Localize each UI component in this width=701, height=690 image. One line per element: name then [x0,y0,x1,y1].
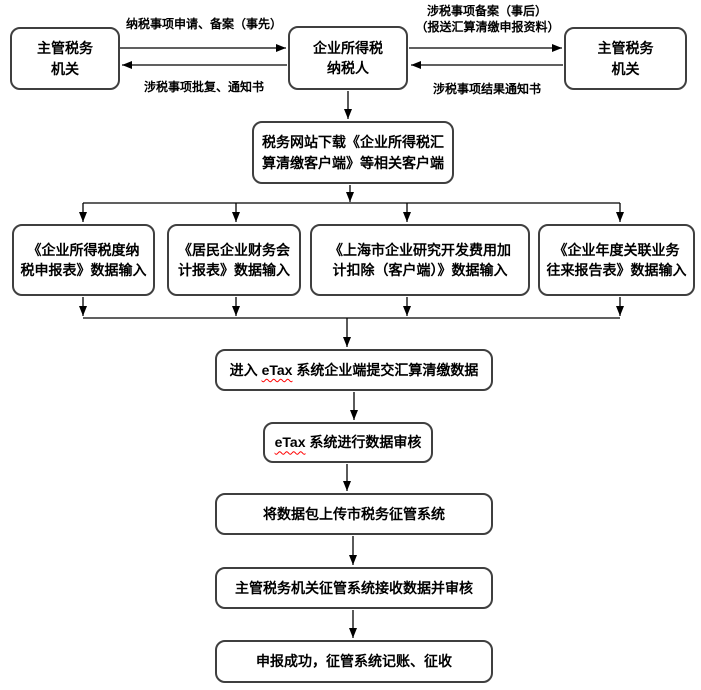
node-input-related-party-report-line2: 往来报告表》数据输入 [546,262,687,278]
edge-label-record-line2: （报送汇算清缴申报资料） [415,20,560,34]
node-input-financial-statements-line1: 《居民企业财务会 [178,241,290,258]
node-upload-package: 将数据包上传市税务征管系统 [215,493,493,535]
node-authority-receive-review-text: 主管税务机关征管系统接收数据并审核 [235,579,473,596]
node-input-rd-deduction-line2: 计扣除（客户端）》数据输入 [332,262,508,278]
submit-etax-word: eTax [261,361,293,378]
node-tax-authority-left: 主管税务 机关 [10,27,120,90]
node-taxpayer-line1: 企业所得税 [313,39,383,56]
node-submit-etax-data-text: 进入 eTax 系统企业端提交汇算清缴数据 [230,360,479,380]
node-taxpayer-line2: 纳税人 [327,60,369,76]
node-input-related-party-report-line1: 《企业年度关联业务 [553,241,680,258]
node-filing-success-text: 申报成功，征管系统记账、征收 [256,653,452,670]
node-input-rd-deduction: 《上海市企业研究开发费用加 计扣除（客户端）》数据输入 [310,224,530,296]
node-input-tax-return: 《企业所得税度纳 税申报表》数据输入 [12,224,155,296]
submit-text-prefix: 进入 [229,361,262,378]
edge-label-record-line1: 涉税事项备案（事后） [426,4,547,18]
node-input-financial-statements-line2: 计报表》数据输入 [178,262,290,278]
node-download-client-line2: 算清缴客户端》等相关客户端 [262,154,444,171]
node-upload-package-text: 将数据包上传市税务征管系统 [263,505,445,522]
node-input-tax-return-line2: 税申报表》数据输入 [20,262,147,278]
review-text-suffix: 系统进行数据审核 [305,434,422,451]
submit-text-suffix: 系统企业端提交汇算清缴数据 [292,361,479,378]
node-tax-authority-right-line1: 主管税务 [597,40,654,57]
node-authority-receive-review: 主管税务机关征管系统接收数据并审核 [215,567,493,609]
node-input-rd-deduction-line1: 《上海市企业研究开发费用加 [329,241,511,258]
edge-label-apply: 纳税事项申请、备案（事先） [125,17,282,31]
node-etax-review-text: eTax 系统进行数据审核 [275,432,422,452]
node-tax-authority-right-line2: 机关 [611,60,640,77]
node-tax-authority-left-line2: 机关 [51,60,79,77]
node-submit-etax-data: 进入 eTax 系统企业端提交汇算清缴数据 [215,349,493,391]
node-taxpayer: 企业所得税 纳税人 [288,26,408,90]
node-input-related-party-report: 《企业年度关联业务 往来报告表》数据输入 [538,224,695,296]
node-download-client-line1: 税务网站下载《企业所得税汇 [262,134,444,151]
node-input-financial-statements: 《居民企业财务会 计报表》数据输入 [167,224,301,296]
node-download-client: 税务网站下载《企业所得税汇 算清缴客户端》等相关客户端 [252,121,454,184]
node-etax-review: eTax 系统进行数据审核 [263,422,433,463]
node-filing-success: 申报成功，征管系统记账、征收 [215,640,493,683]
node-input-tax-return-line1: 《企业所得税度纳 [27,241,140,258]
node-tax-authority-left-line1: 主管税务 [37,40,93,57]
review-etax-word: eTax [274,434,306,451]
node-tax-authority-right: 主管税务 机关 [564,27,687,90]
edge-label-reply: 涉税事项批复、通知书 [143,80,264,94]
edge-label-result: 涉税事项结果通知书 [432,82,541,96]
